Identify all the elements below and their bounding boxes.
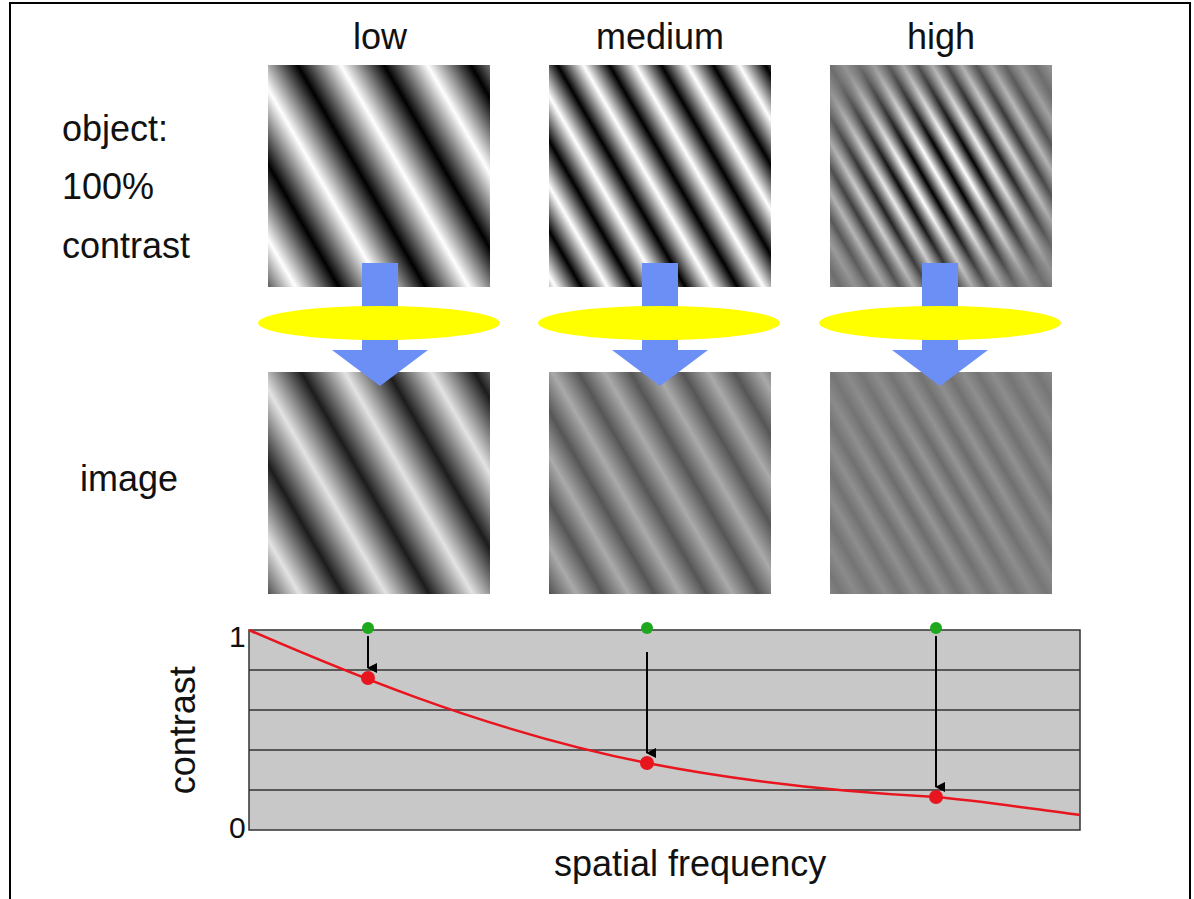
drop-arrow — [367, 636, 369, 668]
mtf-curve — [249, 630, 1080, 815]
image-contrast-dot — [640, 756, 654, 770]
lens — [538, 306, 780, 340]
column-heading: low — [353, 16, 407, 58]
frame — [10, 3, 1190, 899]
row-label: image — [80, 458, 178, 500]
lens — [258, 306, 500, 340]
lens — [819, 306, 1061, 340]
grating-high-image — [830, 372, 1052, 594]
grating-high-object — [830, 65, 1052, 287]
object-contrast-dot — [362, 622, 374, 634]
drop-arrow — [935, 636, 937, 787]
row-label: object: 100% contrast — [62, 100, 237, 275]
axis-title: spatial frequency — [554, 843, 826, 885]
grating-low-image — [268, 372, 490, 594]
grating-envelope — [830, 65, 1052, 287]
grating-envelope — [830, 372, 1052, 594]
image-contrast-dot — [361, 671, 375, 685]
grating-low-object — [268, 65, 490, 287]
drop-arrow — [646, 652, 648, 753]
plot-area — [249, 630, 1080, 830]
axis-tick: 0 — [229, 810, 246, 845]
column-heading: medium — [596, 16, 724, 58]
image-contrast-dot — [929, 790, 943, 804]
grating-medium-image — [549, 372, 771, 594]
grid-line — [249, 789, 1080, 791]
grid-line — [249, 669, 1080, 671]
axis-title: contrast — [162, 666, 204, 794]
object-contrast-dot — [930, 622, 942, 634]
column-heading: high — [907, 16, 975, 58]
object-contrast-dot — [641, 622, 653, 634]
grating-medium-object — [549, 65, 771, 287]
grid-line — [249, 749, 1080, 751]
grid-line — [249, 709, 1080, 711]
axis-tick: 1 — [229, 619, 246, 654]
